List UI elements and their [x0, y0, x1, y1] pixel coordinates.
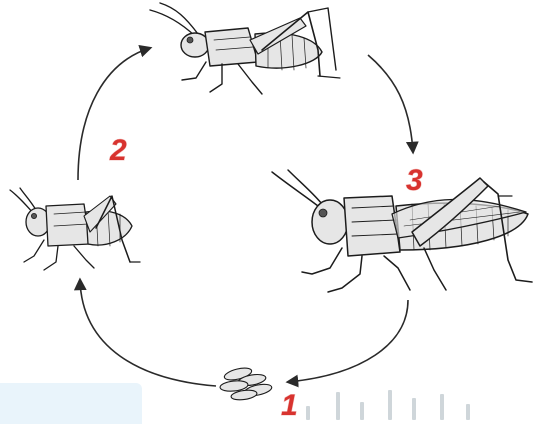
stage-label-nymph: 2: [109, 134, 127, 167]
watermark-marks: [300, 386, 500, 424]
arrow-eggs-to-nymph: [80, 280, 216, 386]
adult-grasshopper-icon: [272, 170, 532, 292]
nymph-grasshopper-icon: [10, 188, 140, 270]
arrow-adult-to-eggs: [288, 300, 408, 382]
young-grasshopper-icon: [150, 3, 340, 94]
stage-label-adult: 3: [406, 164, 423, 197]
eggs-icon: [220, 366, 273, 402]
stage-label-eggs: 1: [281, 389, 298, 422]
arrow-young-to-adult: [368, 55, 413, 152]
